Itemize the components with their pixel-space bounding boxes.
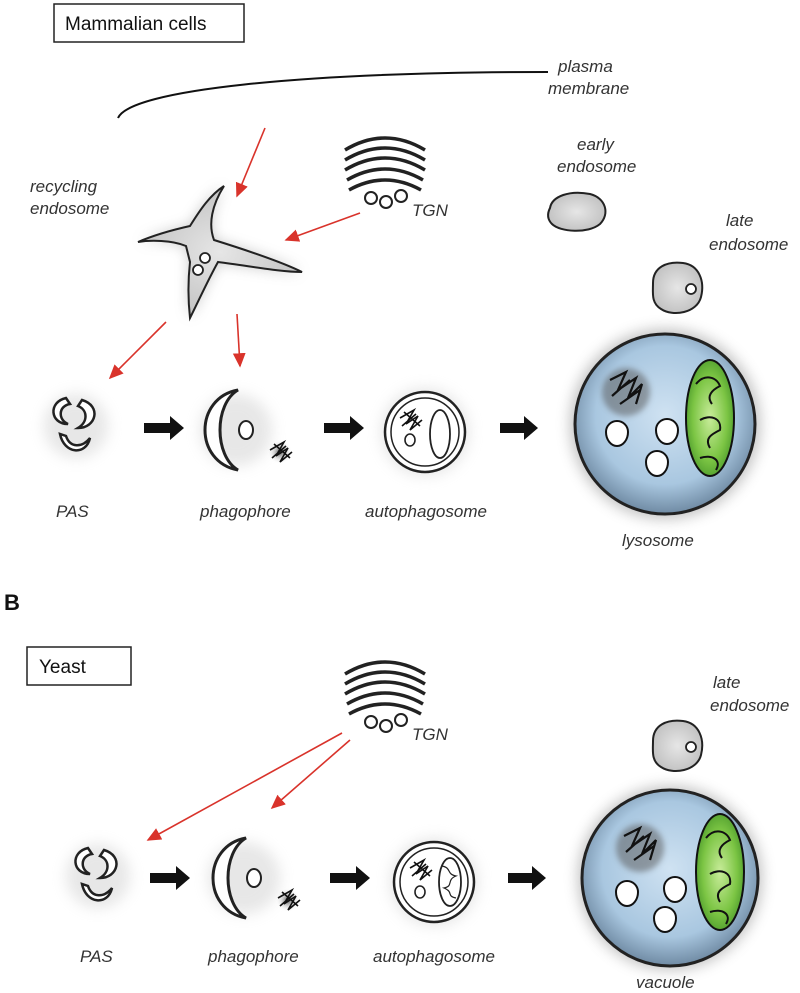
- early-endo-label-1: early: [577, 135, 615, 154]
- recycling-label-2: endosome: [30, 199, 109, 218]
- phagophore: [200, 388, 293, 472]
- phagophore-label-yeast: phagophore: [207, 947, 299, 966]
- phagophore-label: phagophore: [199, 502, 291, 521]
- vacuole-label: vacuole: [636, 973, 695, 992]
- late-endo-label-2: endosome: [709, 235, 788, 254]
- late-endo-label-yeast-1: late: [713, 673, 740, 692]
- lysosome: [570, 329, 760, 519]
- late-endosome: [651, 261, 704, 314]
- autophagosome: [381, 388, 469, 476]
- pas-label: PAS: [56, 502, 89, 521]
- vacuole: [578, 786, 762, 970]
- black-arrows-b: [150, 866, 546, 890]
- tgn-golgi-yeast: [343, 660, 427, 734]
- early-endo-label-2: endosome: [557, 157, 636, 176]
- plasma-membrane-line: [117, 71, 549, 119]
- autophagosome-label-yeast: autophagosome: [373, 947, 495, 966]
- panel-a-mammalian: Mammalian cells plasma membrane early en…: [30, 3, 788, 550]
- title-box-mammalian: [53, 3, 245, 43]
- autophagosome-label: autophagosome: [365, 502, 487, 521]
- title-mammalian: Mammalian cells: [65, 14, 206, 35]
- red-arrows-b: [146, 732, 351, 841]
- recycling-endosome: [137, 185, 303, 322]
- title-box-yeast: [26, 646, 132, 686]
- pas-structure-yeast: [66, 844, 130, 908]
- title-yeast: Yeast: [39, 657, 87, 678]
- early-endosome: [547, 191, 607, 232]
- plasma-label-1: plasma: [557, 57, 613, 76]
- black-arrows-a: [144, 416, 538, 440]
- plasma-label-2: membrane: [548, 79, 629, 98]
- late-endo-label-yeast-2: endosome: [710, 696, 789, 715]
- tgn-label-yeast: TGN: [412, 725, 449, 744]
- autophagosome-yeast: [390, 838, 478, 926]
- recycling-label-1: recycling: [30, 177, 98, 196]
- phagophore-yeast: [208, 836, 301, 920]
- tgn-golgi: [343, 136, 427, 210]
- panel-b-letter: B: [4, 590, 20, 615]
- pas-label-yeast: PAS: [80, 947, 113, 966]
- panel-b-yeast: Yeast TGN late endosome PAS: [26, 646, 789, 992]
- red-arrows-a: [108, 127, 361, 380]
- pas-structure: [44, 394, 108, 458]
- lysosome-label: lysosome: [622, 531, 694, 550]
- late-endosome-yeast: [651, 719, 704, 772]
- tgn-label: TGN: [412, 201, 449, 220]
- late-endo-label-1: late: [726, 211, 753, 230]
